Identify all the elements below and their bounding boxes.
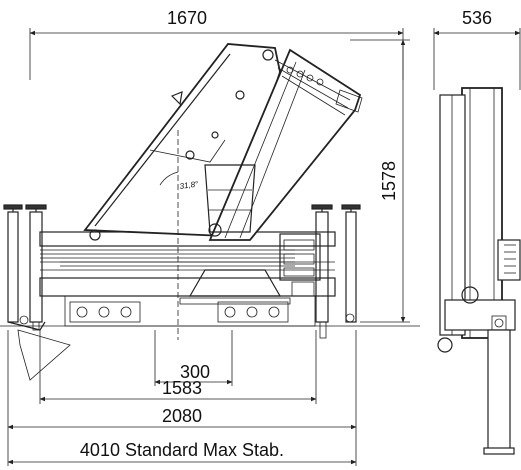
dim-536: 536 [462, 8, 492, 28]
stabilizer-leg-left [3, 204, 71, 381]
side-view [437, 87, 521, 455]
dim-2080: 2080 [162, 406, 202, 426]
dimension-labels: 1670 536 1578 300 1583 2080 4010 Standar… [80, 8, 492, 460]
stabilizer-rods [40, 245, 295, 267]
boom-extensions [208, 48, 363, 241]
angle-annotation: 31,8° [159, 130, 200, 340]
dimension-lines [7, 28, 521, 466]
dim-1670: 1670 [167, 8, 207, 28]
dim-1578: 1578 [379, 161, 399, 201]
dim-4010: 4010 Standard Max Stab. [80, 440, 284, 460]
beam-holes [69, 301, 289, 323]
control-valve [279, 233, 321, 297]
dim-300: 300 [180, 362, 210, 382]
column [204, 164, 256, 233]
front-view: 31,8° [0, 43, 420, 381]
dim-1583: 1583 [162, 378, 202, 398]
stabilizer-leg-right [311, 204, 361, 339]
boom-angle-label: 31,8° [179, 179, 200, 191]
